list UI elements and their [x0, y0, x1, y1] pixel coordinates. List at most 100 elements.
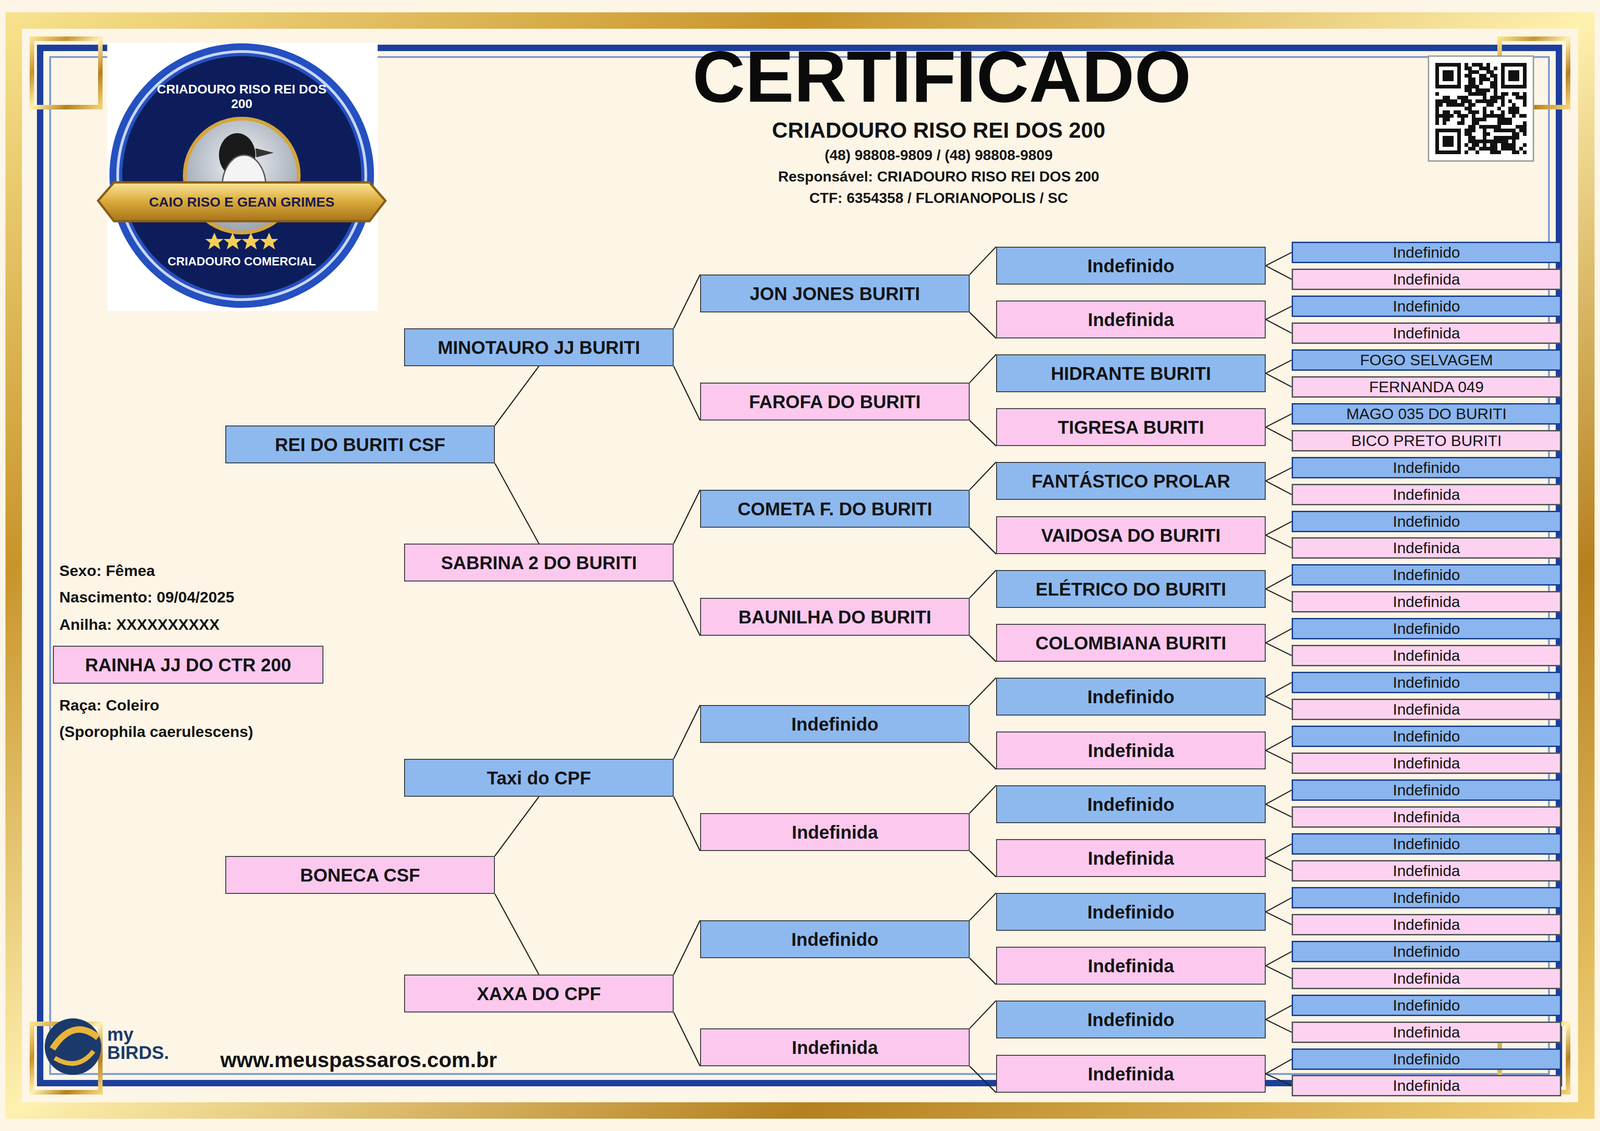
qr-module — [1475, 88, 1480, 93]
qr-module — [1490, 143, 1494, 147]
qr-module — [1442, 117, 1447, 122]
qr-module — [1435, 143, 1439, 147]
pedigree-line — [969, 893, 997, 921]
qr-module — [1482, 66, 1487, 71]
qr-module — [1482, 128, 1487, 133]
qr-module — [1482, 99, 1487, 104]
qr-module — [1497, 128, 1502, 133]
qr-module — [1508, 84, 1512, 89]
qr-module — [1446, 135, 1450, 140]
qr-module — [1508, 110, 1512, 115]
qr-module — [1508, 73, 1512, 78]
brand-logo-text: my BIRDS. — [107, 1025, 194, 1062]
qr-module — [1497, 121, 1502, 125]
qr-module — [1508, 106, 1512, 111]
qr-module — [1435, 70, 1439, 74]
qr-module — [1482, 117, 1487, 122]
ancestor-name: Indefinido — [1392, 459, 1460, 477]
qr-module — [1464, 84, 1469, 89]
qr-module — [1493, 66, 1498, 71]
qr-module — [1442, 110, 1447, 115]
qr-module — [1457, 95, 1461, 100]
qr-module — [1468, 132, 1472, 136]
qr-module — [1497, 106, 1502, 111]
pedigree-line — [969, 420, 997, 447]
qr-module — [1442, 128, 1447, 133]
qr-module — [1475, 70, 1480, 74]
qr-module — [1471, 70, 1476, 74]
qr-module — [1511, 84, 1516, 89]
qr-module — [1464, 66, 1469, 71]
ancestor-name: Indefinida — [1087, 1064, 1175, 1085]
qr-module — [1464, 150, 1469, 155]
qr-module — [1515, 124, 1520, 129]
female-ancestor-box: Indefinida — [996, 839, 1266, 878]
qr-module — [1471, 139, 1476, 144]
qr-module — [1446, 70, 1450, 74]
qr-module — [1515, 106, 1520, 111]
qr-module — [1479, 99, 1483, 104]
gold-border — [13, 20, 1587, 1111]
qr-module — [1508, 117, 1512, 122]
male-ancestor-box: Taxi do CPF — [404, 758, 674, 797]
responsible: Responsável: CRIADOURO RISO REI DOS 200 — [482, 167, 1395, 186]
qr-module — [1504, 84, 1509, 89]
male-ancestor-box: Indefinido — [996, 677, 1266, 716]
pedigree-line — [1265, 844, 1292, 859]
qr-module — [1449, 143, 1454, 147]
ancestor-name: HIDRANTE BURITI — [1050, 363, 1211, 384]
pedigree-line — [1265, 1059, 1292, 1075]
female-ancestor-box: Indefinida — [1291, 967, 1562, 990]
qr-module — [1522, 128, 1527, 133]
male-ancestor-box: Indefinido — [996, 785, 1266, 824]
male-ancestor-box: Indefinido — [1291, 295, 1562, 317]
male-ancestor-box: Indefinido — [1291, 564, 1562, 586]
bird-info: Anilha: XXXXXXXXXX — [59, 615, 425, 634]
qr-module — [1522, 103, 1527, 107]
qr-module — [1515, 62, 1520, 67]
qr-module — [1511, 103, 1516, 107]
ancestor-name: Indefinida — [1087, 848, 1175, 869]
female-ancestor-box: Indefinida — [1291, 537, 1562, 559]
qr-module — [1511, 114, 1516, 118]
qr-module — [1438, 62, 1443, 67]
qr-module — [1435, 99, 1439, 104]
qr-module — [1515, 132, 1520, 136]
pedigree-line — [1265, 414, 1292, 428]
qr-module — [1457, 77, 1461, 82]
qr-module — [1515, 135, 1520, 140]
qr-module — [1435, 106, 1439, 111]
pedigree-line — [969, 1066, 997, 1093]
ancestor-name: ELÉTRICO DO BURITI — [1035, 579, 1227, 600]
pedigree-line — [1265, 427, 1292, 442]
ancestor-name: RAINHA JJ DO CTR 200 — [85, 654, 292, 676]
qr-module — [1442, 114, 1447, 118]
qr-module — [1493, 146, 1498, 151]
female-ancestor-box: Indefinida — [996, 946, 1266, 985]
pedigree-line — [1265, 373, 1292, 388]
qr-module — [1508, 121, 1512, 125]
male-ancestor-box: Indefinido — [1291, 994, 1562, 1017]
ancestor-name: Indefinida — [791, 1037, 878, 1058]
ancestor-name: COLOMBIANA BURITI — [1035, 633, 1226, 654]
pedigree-line — [1265, 306, 1292, 320]
pedigree-line — [1265, 265, 1292, 280]
ancestor-name: Indefinido — [1087, 1009, 1175, 1030]
ancestor-name: Indefinido — [1392, 297, 1460, 315]
qr-module — [1490, 81, 1494, 85]
qr-module — [1442, 150, 1447, 155]
ancestor-name: Indefinida — [1087, 955, 1175, 977]
qr-module — [1490, 103, 1494, 107]
bird-info: Nascimento: 09/04/2025 — [59, 587, 425, 607]
ancestor-name: MAGO 035 DO BURITI — [1346, 405, 1507, 423]
ancestor-name: FOGO SELVAGEM — [1360, 351, 1494, 369]
female-ancestor-box: Indefinida — [1291, 322, 1562, 344]
qr-module — [1438, 150, 1443, 155]
qr-module — [1471, 114, 1476, 118]
qr-module — [1468, 70, 1472, 74]
qr-module — [1522, 70, 1527, 74]
qr-module — [1504, 62, 1509, 67]
qr-module — [1449, 70, 1454, 74]
female-ancestor-box: Indefinida — [1291, 752, 1562, 775]
